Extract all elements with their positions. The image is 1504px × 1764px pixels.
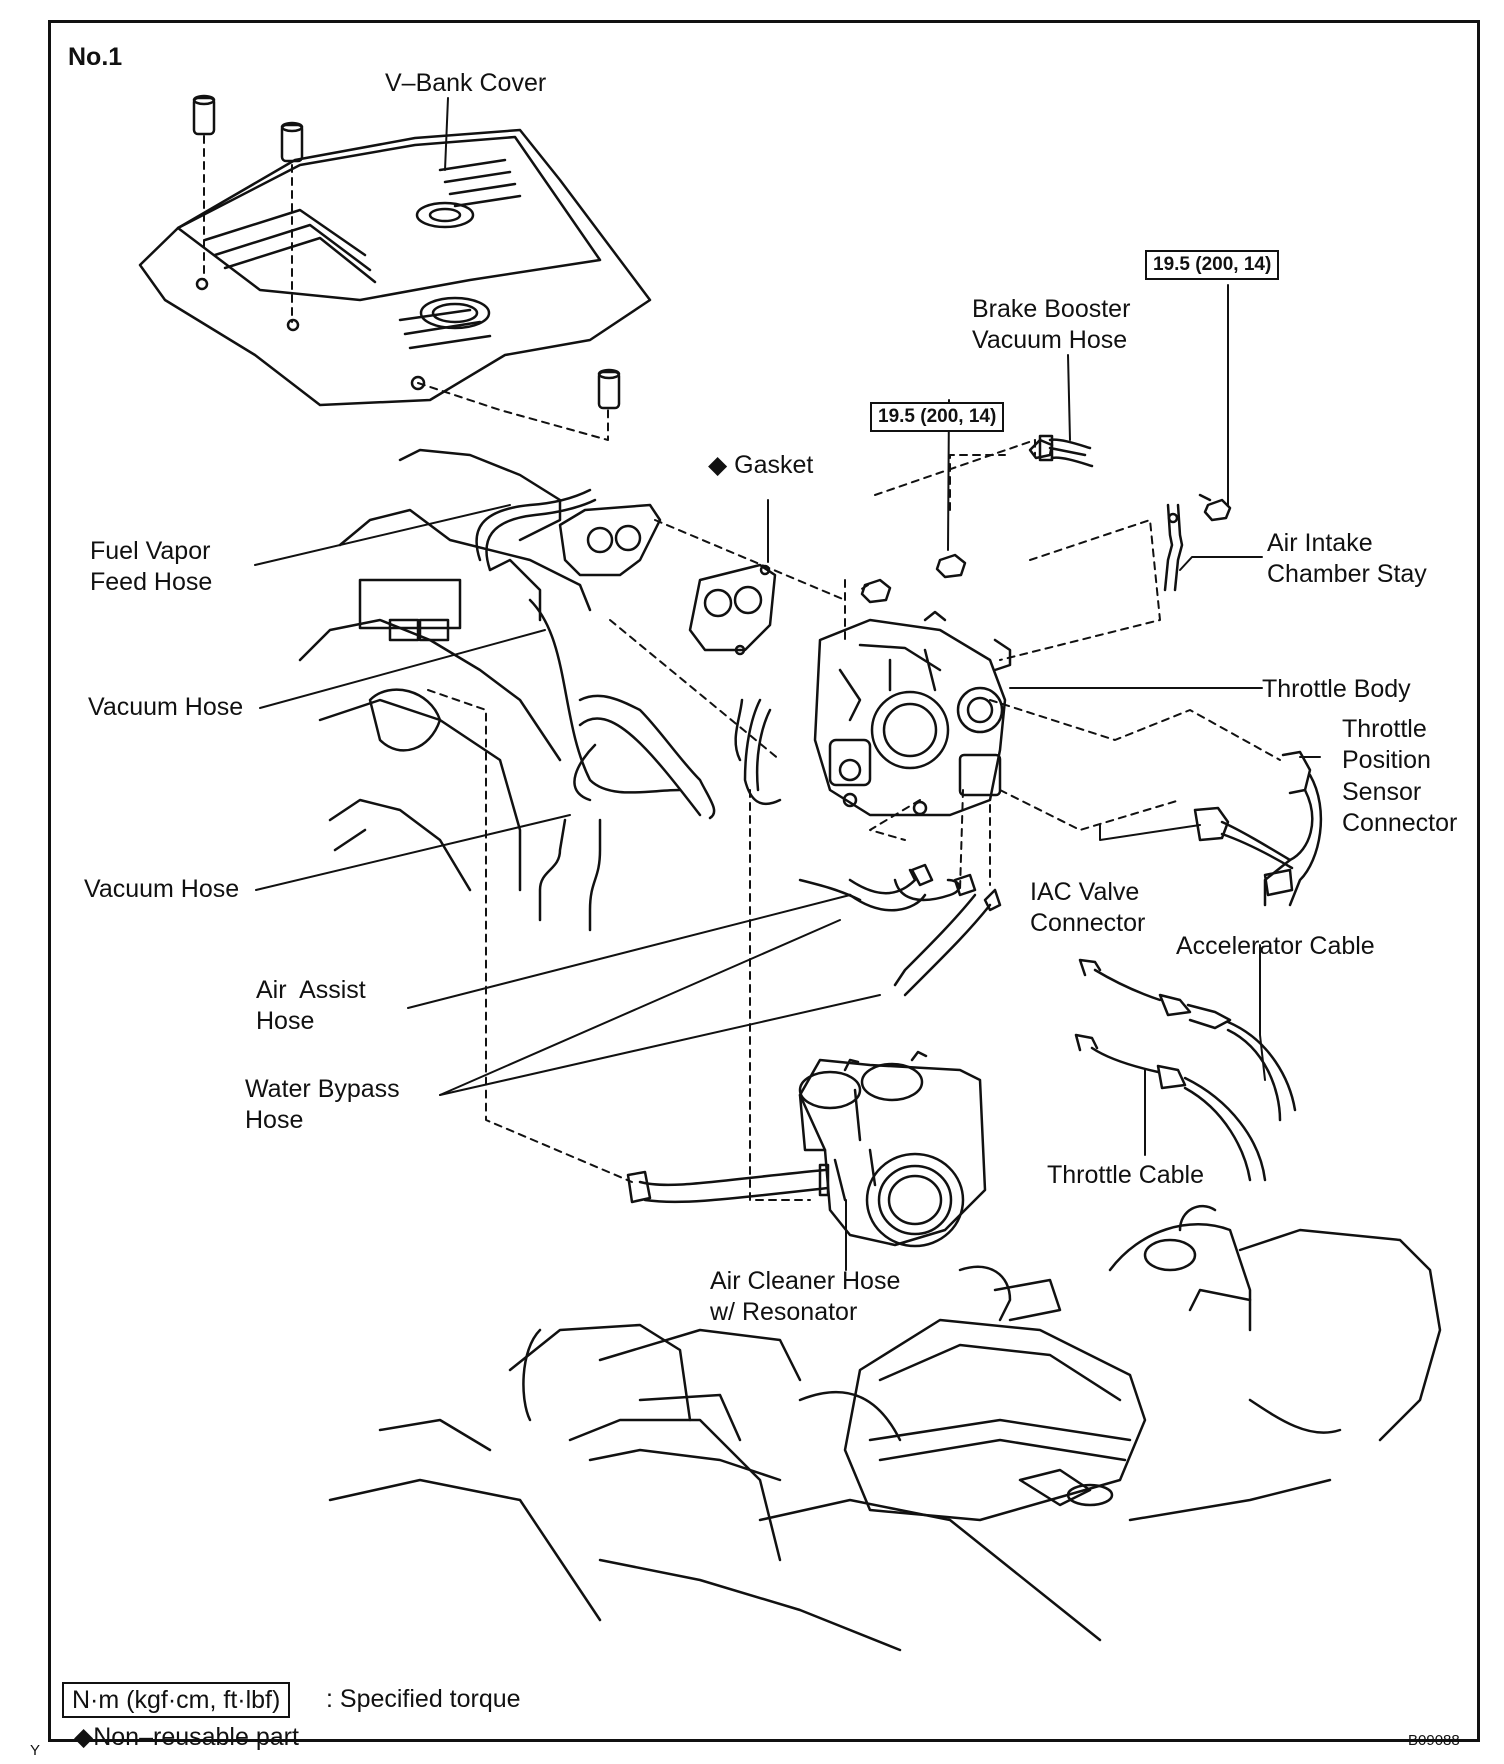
label-fuel-vapor-line2: Feed Hose xyxy=(90,568,213,596)
label-air-cleaner-hose-line2: w/ Resonator xyxy=(710,1298,858,1326)
sensor-connectors-part xyxy=(1193,750,1323,907)
corner-mark: Y xyxy=(30,1742,41,1759)
figure-code: B09088 xyxy=(1408,1732,1460,1749)
air-intake-stay-part xyxy=(1163,503,1184,592)
label-iac-connector-line1: IAC Valve xyxy=(1030,878,1140,906)
engine-block-part xyxy=(298,448,592,892)
label-v-bank-cover: V–Bank Cover xyxy=(385,69,547,97)
label-air-intake-stay-line2: Chamber Stay xyxy=(1267,560,1427,588)
cables-part xyxy=(1074,958,1297,1182)
label-throttle-cable: Throttle Cable xyxy=(1047,1161,1205,1189)
label-tps-connector-line3: Sensor xyxy=(1342,778,1422,806)
label-air-intake-stay-line1: Air Intake xyxy=(1267,529,1373,557)
throttle-gasket-part xyxy=(558,503,777,656)
air-cleaner-assembly-part xyxy=(328,1204,1442,1652)
label-vacuum-hose-lower: Vacuum Hose xyxy=(84,875,240,903)
legend-non-reusable: ◆Non–reusable part xyxy=(74,1723,299,1751)
label-iac-connector-line2: Connector xyxy=(1030,909,1146,937)
torque-spec-stay-bolt: 19.5 (200, 14) xyxy=(1145,250,1280,280)
label-water-bypass-line2: Hose xyxy=(245,1106,304,1134)
label-throttle-body: Throttle Body xyxy=(1262,675,1411,703)
figure-number: No.1 xyxy=(68,43,123,71)
label-brake-booster-line2: Vacuum Hose xyxy=(972,326,1128,354)
grommets xyxy=(192,94,621,410)
label-tps-connector-line4: Connector xyxy=(1342,809,1458,837)
diagram-frame xyxy=(48,20,1480,1742)
label-air-cleaner-hose-line1: Air Cleaner Hose xyxy=(710,1267,901,1295)
label-water-bypass-line1: Water Bypass xyxy=(245,1075,400,1103)
air-assist-water-bypass-hoses-part xyxy=(798,863,1002,997)
label-accelerator-cable: Accelerator Cable xyxy=(1176,932,1375,960)
throttle-body-part xyxy=(813,610,1012,817)
assembly-lines xyxy=(203,135,1281,1201)
label-vacuum-hose-upper: Vacuum Hose xyxy=(88,693,244,721)
label-brake-booster-line1: Brake Booster xyxy=(972,295,1131,323)
label-fuel-vapor-line1: Fuel Vapor xyxy=(90,537,211,565)
label-gasket: ◆ Gasket xyxy=(708,451,814,479)
air-cleaner-hose-part xyxy=(626,1050,987,1248)
legend-torque-unit-box: N·m (kgf·cm, ft·lbf) xyxy=(62,1682,291,1718)
hoses-part xyxy=(475,488,782,932)
v-bank-cover-part xyxy=(138,128,652,407)
label-air-assist-line1: Air Assist xyxy=(256,976,366,1004)
fasteners xyxy=(860,438,1232,604)
label-air-assist-line2: Hose xyxy=(256,1007,315,1035)
brake-booster-hose-part xyxy=(1038,434,1094,468)
legend-torque-text: : Specified torque xyxy=(326,1685,521,1713)
label-tps-connector-line2: Position xyxy=(1342,746,1431,774)
torque-spec-throttle-nut: 19.5 (200, 14) xyxy=(870,402,1005,432)
label-tps-connector-line1: Throttle xyxy=(1342,715,1427,743)
leader-lines xyxy=(254,97,1321,1271)
